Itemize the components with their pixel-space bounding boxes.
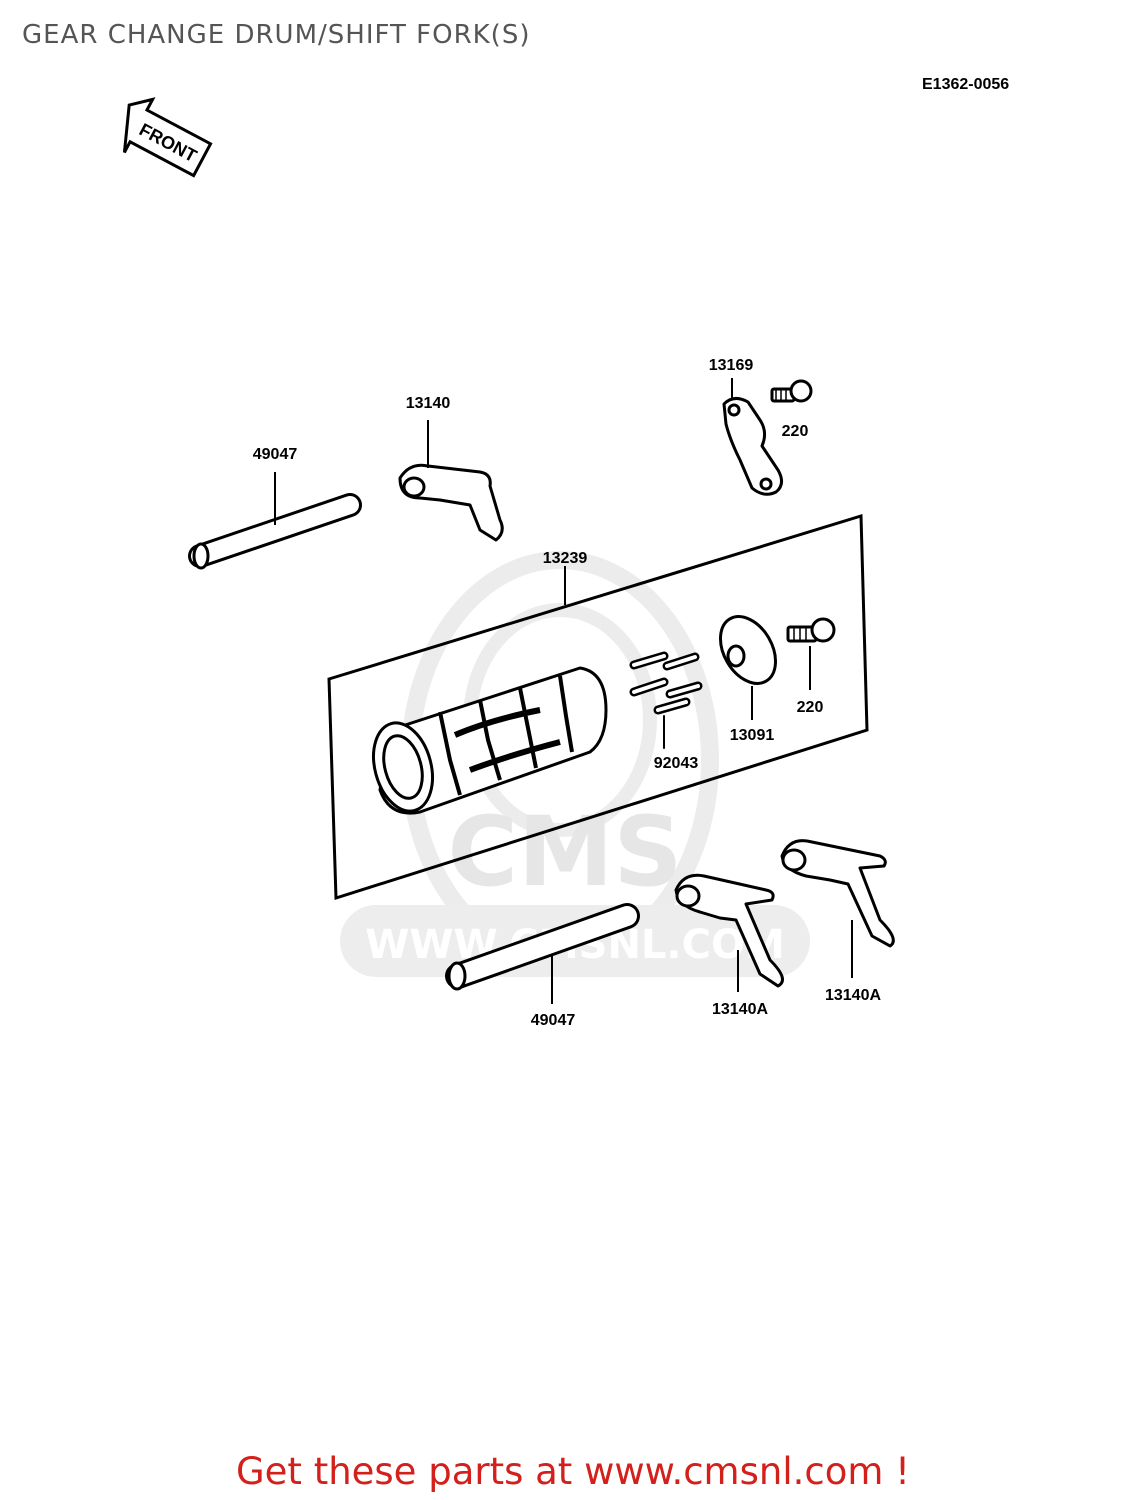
label-drum-assembly: 13239 [543,550,588,567]
label-shift-rod-upper: 49047 [253,446,298,463]
gear-change-drum [372,666,608,815]
diagram-code: E1362-0056 [922,76,1010,93]
label-bolt-lower: 220 [797,699,824,716]
shift-fork-upper [398,420,504,542]
shift-drum-pins [629,651,703,749]
label-shift-rod-lower: 49047 [531,1012,576,1029]
label-bolt-upper: 220 [782,423,809,440]
shift-fork-a-right [780,839,895,978]
shift-rod-upper [188,472,362,570]
label-shift-fork-a-right: 13140A [825,987,881,1004]
front-arrow-icon: FRONT [122,97,213,178]
guide-plate [722,378,783,496]
label-shift-fork-a-left: 13140A [712,1001,768,1018]
label-pins: 92043 [654,755,699,772]
label-shift-fork-upper: 13140 [406,395,451,412]
shift-fork-a-left [674,873,784,992]
svg-text:CMS: CMS [447,796,682,908]
page-title: GEAR CHANGE DRUM/SHIFT FORK(S) [22,20,531,50]
drum-assembly-frame [327,513,869,901]
bolt-lower [786,617,836,690]
label-guide-plate: 13169 [709,357,754,374]
label-pin-holder: 13091 [730,727,775,744]
shift-rod-lower [445,903,640,1004]
bolt-upper [770,379,813,403]
pin-holder [719,615,777,720]
get-parts-link[interactable]: Get these parts at www.cmsnl.com ! [235,1450,910,1493]
